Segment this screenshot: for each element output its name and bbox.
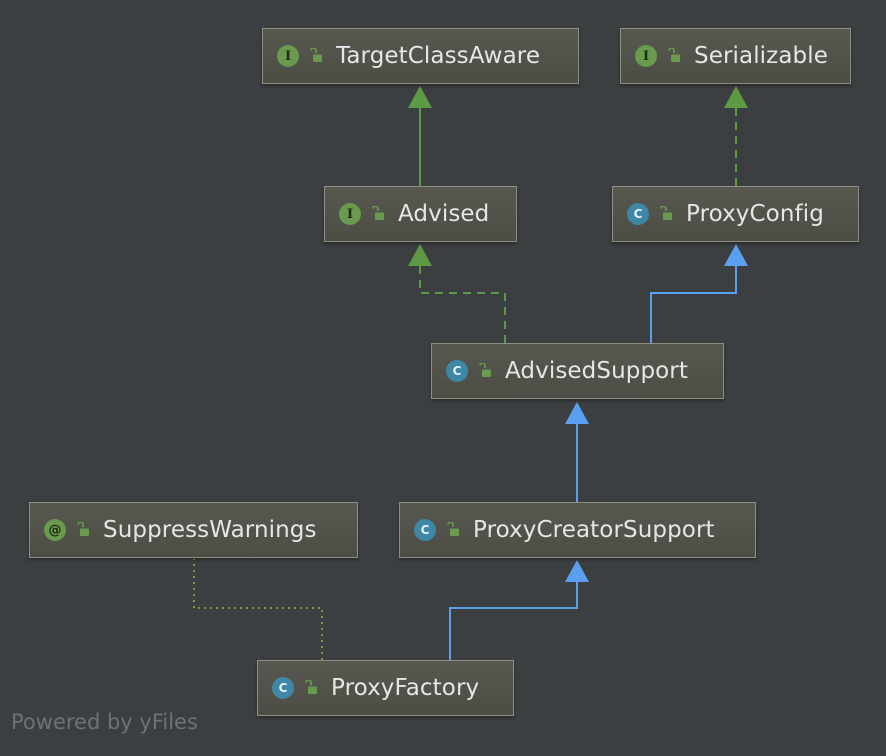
interface-icon: I: [635, 45, 657, 67]
unlock-icon: [479, 363, 491, 377]
node-serializable[interactable]: I Serializable: [620, 28, 851, 84]
arrowhead-targetclassaware: [408, 86, 432, 108]
unlock-icon: [77, 522, 89, 536]
node-proxyfactory[interactable]: C ProxyFactory: [257, 660, 514, 716]
edge-advisedsupport-to-advised: [419, 264, 506, 343]
unlock-icon: [372, 206, 384, 220]
unlock-icon: [660, 206, 672, 220]
class-icon: C: [414, 519, 436, 541]
edge-proxyfactory-to-suppresswarnings: [193, 559, 323, 660]
unlock-icon: [305, 680, 317, 694]
node-advised[interactable]: I Advised: [324, 186, 517, 242]
node-label: SuppressWarnings: [103, 517, 317, 543]
node-label: Serializable: [694, 43, 828, 69]
node-label: ProxyFactory: [331, 675, 480, 701]
node-proxyconfig[interactable]: C ProxyConfig: [612, 186, 859, 242]
class-icon: C: [272, 677, 294, 699]
node-label: AdvisedSupport: [505, 358, 688, 384]
interface-icon: I: [339, 203, 361, 225]
node-label: TargetClassAware: [336, 43, 541, 69]
arrowhead-advised: [408, 244, 432, 266]
node-advisedsupport[interactable]: C AdvisedSupport: [431, 343, 724, 399]
unlock-icon: [447, 522, 459, 536]
edge-proxyfactory-to-proxycreatorsupport: [449, 580, 578, 660]
interface-icon: I: [277, 45, 299, 67]
node-proxycreatorsupport[interactable]: C ProxyCreatorSupport: [399, 502, 756, 558]
arrowhead-proxyconfig: [724, 244, 748, 266]
arrowhead-proxycreatorsupport: [565, 560, 589, 582]
unlock-icon: [668, 48, 680, 62]
class-icon: C: [627, 203, 649, 225]
node-label: ProxyConfig: [686, 201, 824, 227]
node-label: Advised: [398, 201, 490, 227]
class-icon: C: [446, 360, 468, 382]
node-label: ProxyCreatorSupport: [473, 517, 715, 543]
node-suppresswarnings[interactable]: @ SuppressWarnings: [29, 502, 358, 558]
edge-advisedsupport-to-proxyconfig: [650, 264, 737, 343]
unlock-icon: [310, 48, 322, 62]
annotation-icon: @: [44, 519, 66, 541]
node-targetclassaware[interactable]: I TargetClassAware: [262, 28, 579, 84]
arrowhead-advisedsupport: [565, 402, 589, 424]
arrowhead-serializable: [724, 86, 748, 108]
powered-by-footer: Powered by yFiles: [11, 710, 198, 734]
